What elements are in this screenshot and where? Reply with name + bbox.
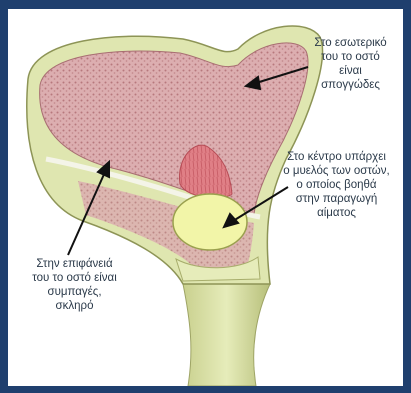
bone-shaft bbox=[183, 284, 270, 386]
diagram-canvas: Στο εσωτερικό του το οστό είναι σπογγώδε… bbox=[8, 9, 403, 386]
label-marrow: Στο κέντρο υπάρχει ο μυελός των οστών, ο… bbox=[270, 150, 403, 220]
label-compact: Στην επιφάνειά του το οστό είναι συμπαγέ… bbox=[12, 257, 137, 313]
label-spongy: Στο εσωτερικό του το οστό είναι σπογγώδε… bbox=[298, 36, 403, 92]
